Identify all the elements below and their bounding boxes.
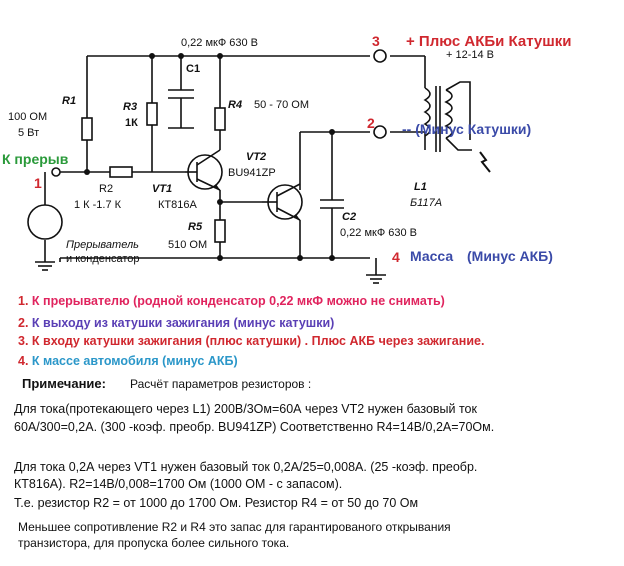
note-p1-line1: Для тока(протекающего через L1) 200В/3Ом…	[14, 402, 477, 416]
legend-number: 4.	[18, 354, 29, 368]
legend-number: 1.	[18, 294, 29, 308]
legend-number: 2.	[18, 316, 29, 330]
terminal-2-name: -- (Минус Катушки)	[402, 121, 532, 137]
note-subtitle: Расчёт параметров резисторов :	[130, 377, 312, 391]
r4-label: R4	[228, 99, 243, 111]
r1-power: 5 Вт	[18, 127, 40, 139]
c1-spec: 0,22 мкФ 630 В	[181, 37, 259, 49]
terminal-3-number: 3	[372, 33, 380, 49]
terminal-1-number: 1	[34, 175, 42, 191]
legend-text: К входу катушки зажигания (плюс катушки)	[31, 334, 302, 348]
vt1-label: VT1	[152, 183, 173, 195]
terminal-4-number: 4	[392, 249, 400, 265]
r3-value: 1К	[125, 117, 138, 129]
legend-number: 3.	[18, 334, 29, 348]
interrupter-label: Прерыватель	[66, 239, 139, 251]
terminal-4-name: Масса	[410, 248, 454, 264]
r4-value: 50 - 70 ОМ	[254, 99, 310, 111]
l1-label: L1	[414, 181, 427, 193]
c2-spec: 0,22 мкФ 630 В	[340, 227, 418, 239]
circuit-schematic	[27, 49, 491, 284]
legend-text: К массе автомобиля (минус АКБ)	[31, 354, 238, 368]
note-p3-line2: транзистора, для пропуска более сильного…	[18, 536, 290, 550]
r1-label: R1	[62, 95, 77, 107]
legend-item-1: 1. К прерывателю (родной конденсатор 0,2…	[18, 294, 445, 308]
terminal-2-number: 2	[367, 115, 375, 131]
legend-item-4: 4. К массе автомобиля (минус АКБ)	[18, 354, 238, 368]
r1-value: 100 ОМ	[8, 111, 48, 123]
terminal-3-name: + Плюс АКБи Катушки	[406, 33, 572, 50]
vt1-model: КТ816А	[158, 199, 197, 211]
legend-item-2: 2. К выходу из катушки зажигания (минус …	[18, 316, 334, 330]
r2-value: 1 К -1.7 К	[74, 199, 122, 211]
vt2-label: VT2	[246, 151, 267, 163]
r3-label: R3	[123, 101, 138, 113]
r5-label: R5	[188, 221, 203, 233]
note-p2-line1: Для тока 0,2А через VT1 нужен базовый то…	[14, 460, 478, 474]
l1-model: Б117А	[410, 197, 443, 209]
terminal-4-sub: (Минус АКБ)	[467, 248, 553, 264]
note-p3-line1: Меньшее сопротивление R2 и R4 это запас …	[18, 520, 451, 534]
legend-text: К прерывателю (родной конденсатор 0,22 м…	[31, 294, 445, 308]
note-p2-line3: Т.е. резистор R2 = от 1000 до 1700 Ом. Р…	[14, 496, 419, 510]
r5-value: 510 ОМ	[168, 239, 208, 251]
interrupter-sub: и конденсатор	[66, 253, 140, 265]
r2-label: R2	[99, 183, 114, 195]
supply-voltage: + 12-14 В	[446, 49, 495, 61]
legend-item-3: 3. К входу катушки зажигания (плюс катуш…	[18, 334, 484, 348]
c2-label: C2	[342, 211, 357, 223]
note-p2-line2: КТ816А). R2=14В/0,008=1700 Ом (1000 ОМ -…	[14, 477, 343, 491]
c1-label: C1	[186, 63, 201, 75]
legend-extra: . Плюс АКБ через зажигание.	[304, 334, 485, 348]
terminal-1-name: К прерыв	[2, 151, 69, 167]
note-title: Примечание:	[22, 376, 106, 391]
note-p1-line2: 60А/300=0,2А. (300 -коэф. преобр. BU941Z…	[14, 420, 495, 434]
legend-text: К выходу из катушки зажигания (минус кат…	[31, 316, 335, 330]
vt2-model: BU941ZP	[228, 167, 276, 179]
